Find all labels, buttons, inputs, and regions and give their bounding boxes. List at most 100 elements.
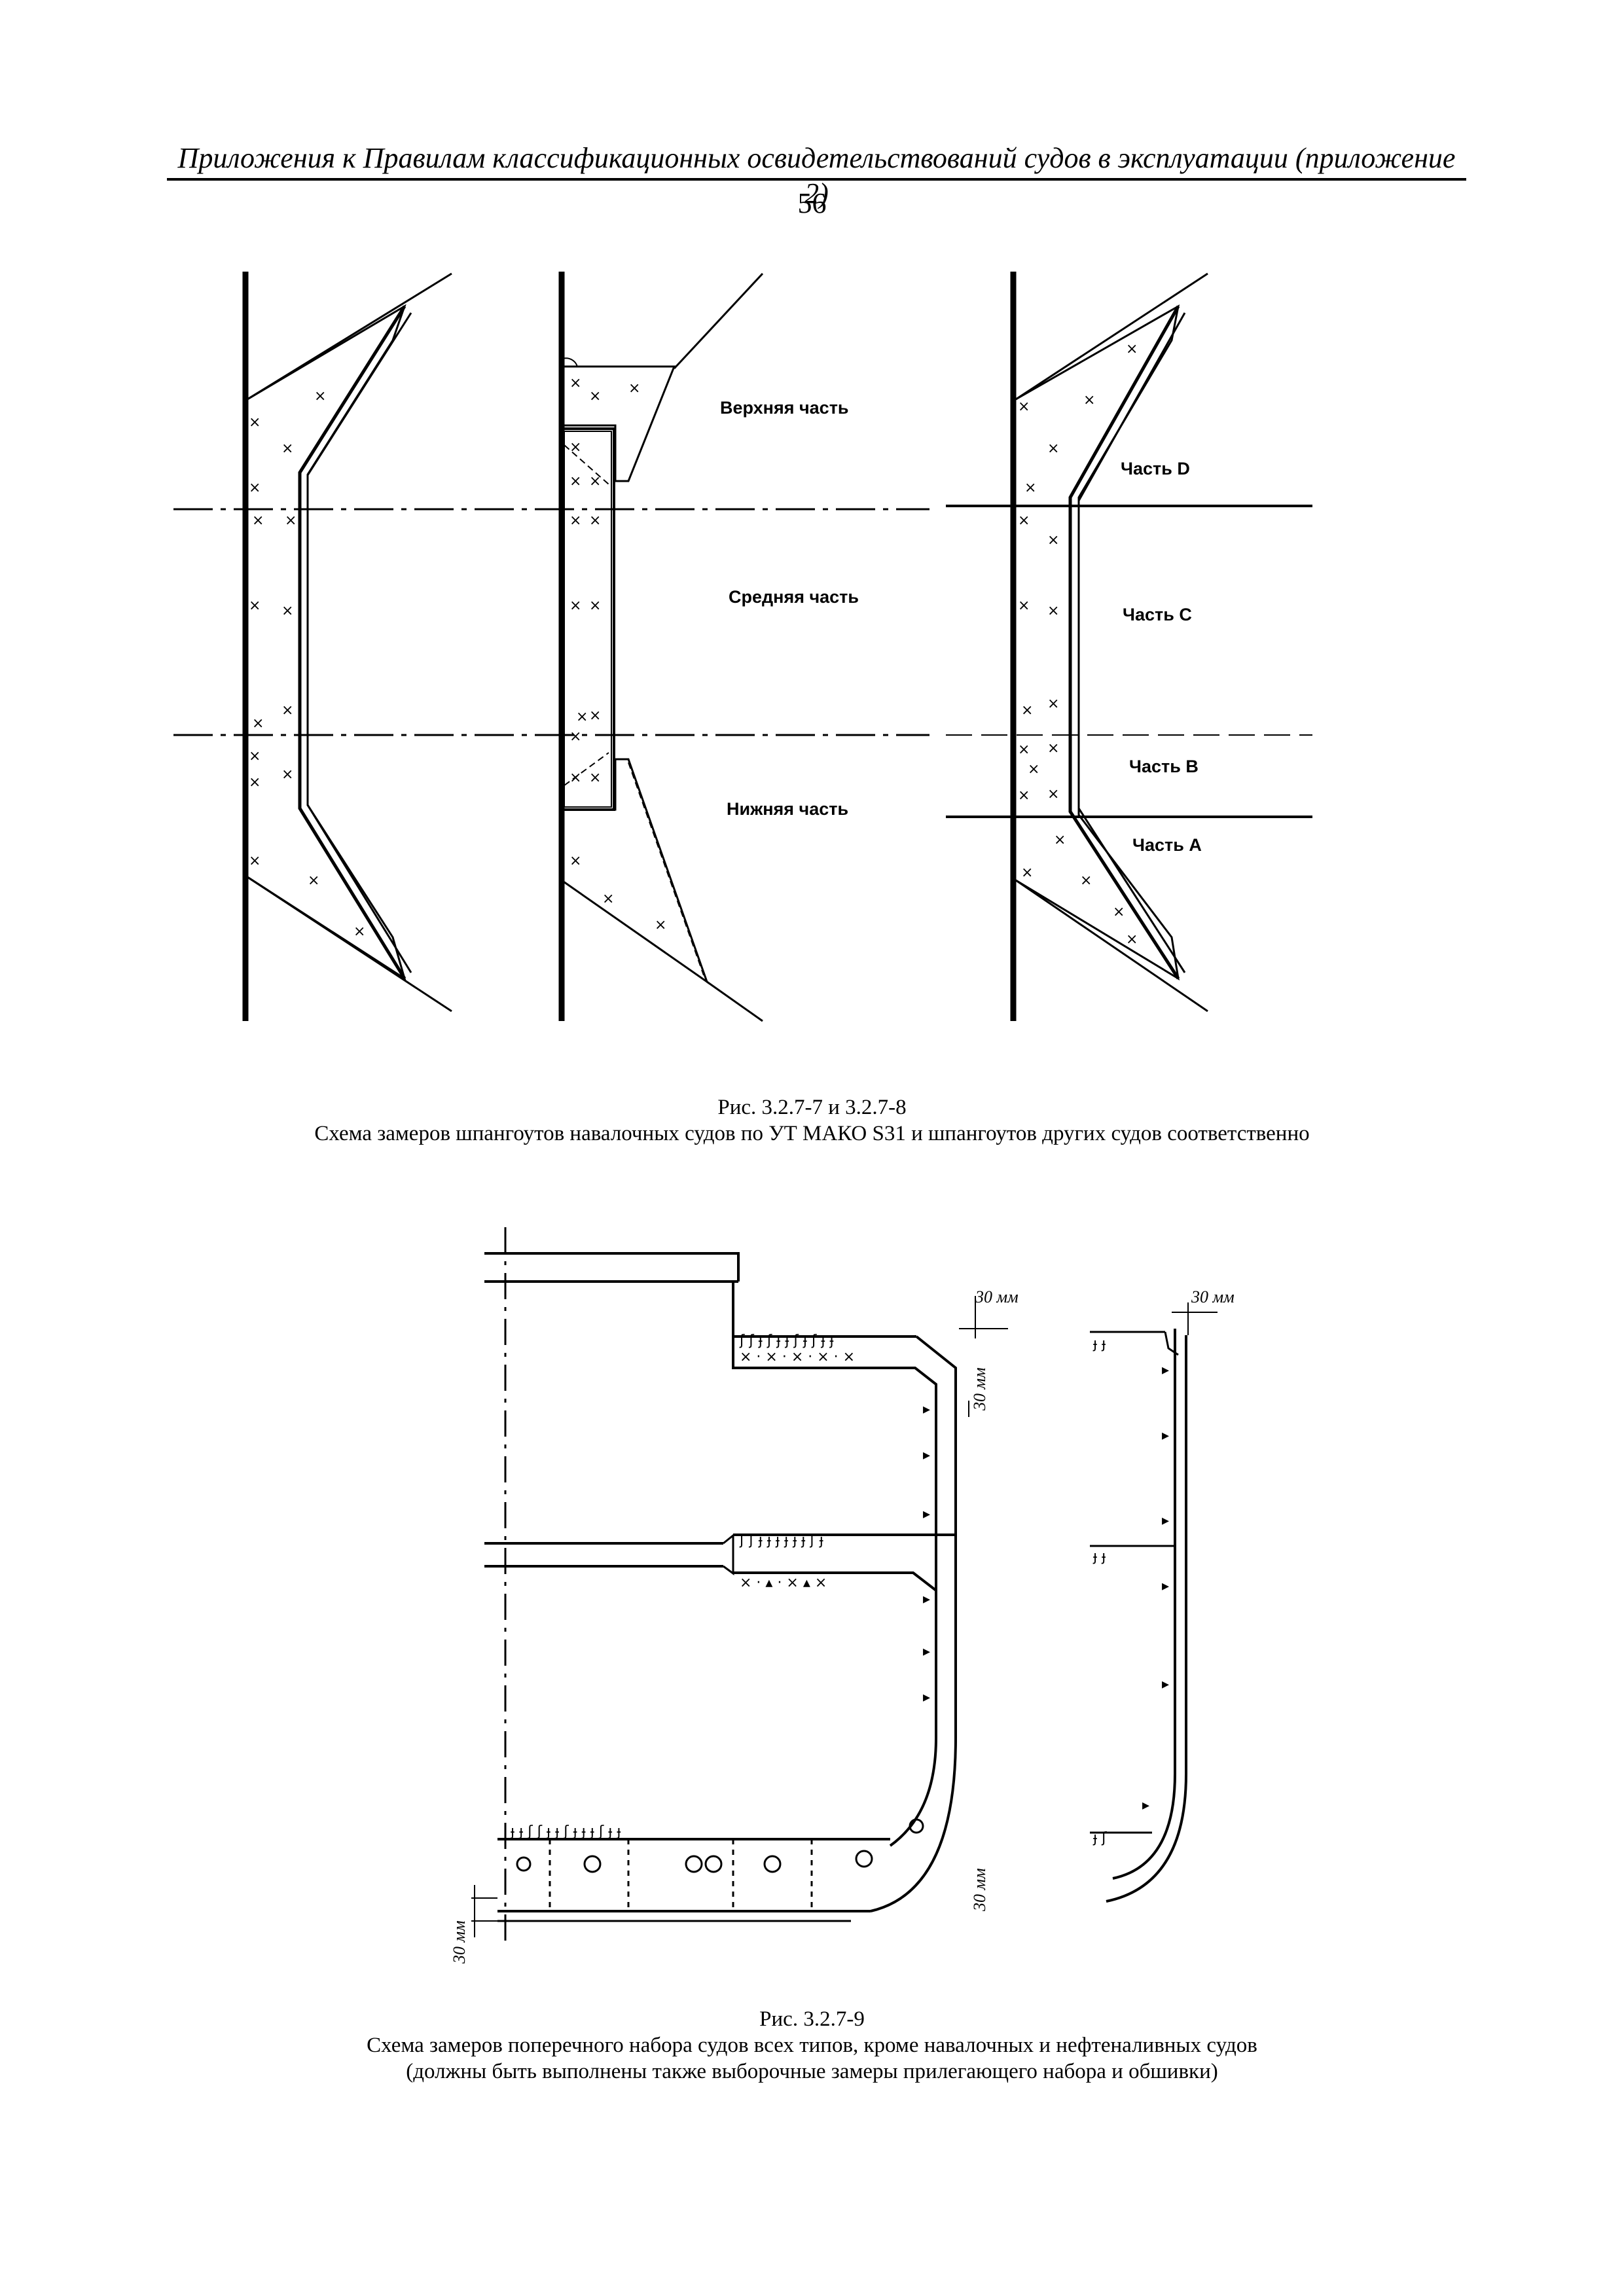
svg-text:×: × xyxy=(1021,702,1033,719)
svg-text:×: × xyxy=(569,439,581,456)
svg-text:×: × xyxy=(1028,761,1039,778)
running-header: Приложения к Правилам классификационных … xyxy=(177,142,1456,209)
header-rule xyxy=(167,178,1466,181)
svg-text:×: × xyxy=(1021,865,1033,881)
svg-text:×: × xyxy=(249,598,261,614)
figure-2-caption-line2: (должны быть выполнены также выборочные … xyxy=(406,2060,1218,2083)
page-number: 56 xyxy=(797,187,827,219)
svg-text:×: × xyxy=(589,770,601,786)
svg-text:▸: ▸ xyxy=(1142,1797,1149,1814)
label-part-d: Часть D xyxy=(1121,459,1190,478)
figure-2-caption-line1: Схема замеров поперечного набора судов в… xyxy=(367,2034,1257,2057)
diagram-bulk-frame xyxy=(242,272,452,1021)
svg-text:×: × xyxy=(1018,742,1030,758)
svg-text:×: × xyxy=(576,709,588,725)
svg-text:▸: ▸ xyxy=(923,1689,930,1706)
svg-text:×: × xyxy=(249,853,261,869)
svg-text:×: × xyxy=(1080,872,1092,889)
svg-text:×: × xyxy=(281,702,293,719)
svg-text:×: × xyxy=(569,375,581,391)
diagram-bracketed-frame xyxy=(558,272,764,1022)
svg-text:×: × xyxy=(308,872,319,889)
svg-text:▸: ▸ xyxy=(923,1506,930,1522)
svg-text:×: × xyxy=(589,512,601,529)
svg-text:×: × xyxy=(1018,787,1030,804)
svg-text:▸: ▸ xyxy=(923,1591,930,1607)
svg-text:×: × xyxy=(281,603,293,619)
svg-text:×: × xyxy=(1018,512,1030,529)
svg-text:▸: ▸ xyxy=(1162,1676,1169,1693)
svg-text:×: × xyxy=(281,440,293,457)
svg-text:×: × xyxy=(569,512,581,529)
svg-text:×: × xyxy=(602,891,614,907)
svg-text:×: × xyxy=(249,414,261,431)
svg-text:×: × xyxy=(589,388,601,404)
svg-text:×: × xyxy=(569,853,581,869)
svg-text:×: × xyxy=(1024,480,1036,496)
measurement-marks-fig2: ʃ ʃ ɟ ʃ ɟ ɟ ʃ ɟ ʃ ɟ ɟ ʃ ʃ ɟ ɟ ɟ ɟ ɟ ɟ ʃ … xyxy=(510,1333,1169,1846)
figure-1-caption-text: Схема замеров шпангоутов навалочных судо… xyxy=(314,1122,1310,1145)
svg-text:×: × xyxy=(1018,598,1030,614)
svg-text:×: × xyxy=(281,766,293,783)
label-lower-part: Нижняя часть xyxy=(727,799,848,819)
figure-1-caption-number: Рис. 3.2.7-7 и 3.2.7-8 xyxy=(717,1096,907,1119)
svg-text:×: × xyxy=(1113,904,1125,920)
svg-text:×: × xyxy=(1054,832,1066,848)
svg-text:×: × xyxy=(569,598,581,614)
svg-text:ʃ ʃ ɟ ɟ ɟ ɟ ɟ ɟ ʃ ɟ: ʃ ʃ ɟ ɟ ɟ ɟ ɟ ɟ ʃ ɟ xyxy=(739,1532,823,1549)
svg-text:×: × xyxy=(1018,399,1030,415)
svg-text:ɟ ɟ: ɟ ɟ xyxy=(1092,1549,1106,1565)
svg-text:×: × xyxy=(249,774,261,791)
figure-2-caption-number: Рис. 3.2.7-9 xyxy=(759,2007,865,2031)
svg-text:ɟ ɟ: ɟ ɟ xyxy=(1092,1336,1106,1352)
dim-label-bottom: 30 мм xyxy=(450,1920,469,1964)
svg-text:×: × xyxy=(569,770,581,786)
svg-text:×: × xyxy=(1083,392,1095,408)
svg-text:×: × xyxy=(628,380,640,397)
svg-text:▸: ▸ xyxy=(1162,1427,1169,1444)
svg-text:×: × xyxy=(249,748,261,764)
svg-text:×: × xyxy=(589,473,601,490)
svg-text:▸: ▸ xyxy=(1162,1578,1169,1594)
svg-text:ʃ ʃ ɟ ʃ ɟ ɟ ʃ ɟ ʃ ɟ ɟ: ʃ ʃ ɟ ʃ ɟ ɟ ʃ ɟ ʃ ɟ ɟ xyxy=(739,1333,834,1349)
svg-text:×: × xyxy=(1047,532,1059,548)
label-upper-part: Верхняя часть xyxy=(720,398,849,418)
svg-text:×: × xyxy=(1047,440,1059,457)
svg-text:×: × xyxy=(1047,786,1059,802)
dim-label-top-right: 30 мм xyxy=(1191,1287,1235,1306)
svg-text:×: × xyxy=(314,388,326,404)
svg-text:▸: ▸ xyxy=(1162,1362,1169,1378)
svg-text:×: × xyxy=(1047,603,1059,619)
svg-text:×: × xyxy=(252,512,264,529)
svg-text:× · ▴ · × ▴ ×: × · ▴ · × ▴ × xyxy=(740,1575,827,1591)
svg-text:×: × xyxy=(252,715,264,732)
svg-text:ɟ ʃ: ɟ ʃ xyxy=(1092,1830,1107,1846)
svg-text:×: × xyxy=(249,480,261,496)
label-part-a: Часть A xyxy=(1132,835,1202,855)
svg-text:×: × xyxy=(569,728,581,745)
dim-label-side-lower: 30 мм xyxy=(970,1868,989,1912)
svg-text:×: × xyxy=(1126,931,1138,948)
svg-text:▸: ▸ xyxy=(923,1447,930,1463)
svg-text:▸: ▸ xyxy=(923,1401,930,1418)
svg-text:×: × xyxy=(1047,740,1059,757)
svg-text:×: × xyxy=(353,924,365,940)
label-part-c: Часть C xyxy=(1123,605,1192,624)
svg-text:ɟ ɟ ʃ ʃ ɟ ɟ ʃ ɟ ɟ ɟ ʃ ɟ ɟ: ɟ ɟ ʃ ʃ ɟ ɟ ʃ ɟ ɟ ɟ ʃ ɟ ɟ xyxy=(510,1823,621,1840)
label-middle-part: Средняя часть xyxy=(729,587,859,607)
svg-text:×: × xyxy=(589,708,601,724)
svg-text:×: × xyxy=(285,512,297,529)
svg-text:▸: ▸ xyxy=(1162,1513,1169,1529)
label-part-b: Часть B xyxy=(1129,757,1199,776)
dim-label-side-upper: 30 мм xyxy=(970,1367,989,1411)
svg-text:▸: ▸ xyxy=(923,1643,930,1660)
svg-text:×: × xyxy=(1126,341,1138,357)
svg-text:×: × xyxy=(1047,696,1059,712)
svg-text:×: × xyxy=(655,917,666,933)
svg-text:×: × xyxy=(569,473,581,490)
svg-text:×: × xyxy=(589,598,601,614)
measurement-marks-fig1: ××× ××× ×× ××× ×× ××× ××× ××× ×× ×× ××× … xyxy=(249,341,1138,948)
diagram-parts-frame xyxy=(946,272,1312,1021)
